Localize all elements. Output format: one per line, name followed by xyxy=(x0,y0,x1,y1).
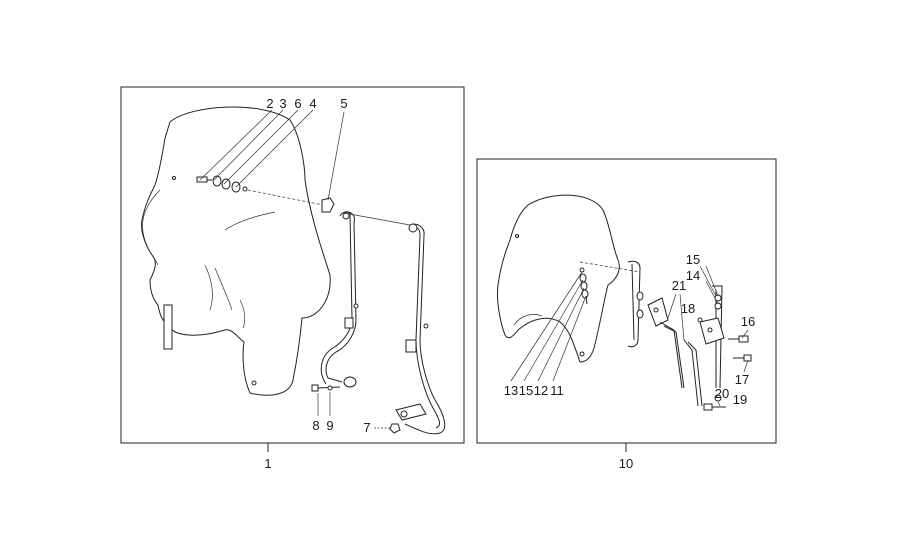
kit-10-panel: 10 xyxy=(476,158,777,471)
kit-10-number: 10 xyxy=(619,456,633,471)
small-windshield-drawing xyxy=(497,194,641,363)
small-kit-brackets xyxy=(627,260,725,407)
fastener-stack-small xyxy=(579,267,589,305)
callout-19: 19 xyxy=(733,392,747,407)
kit-1-panel: 1 xyxy=(120,86,465,471)
callout-6: 6 xyxy=(294,96,301,111)
kit-1-frame xyxy=(120,86,465,444)
nut-7 xyxy=(374,423,401,434)
kit-1-number: 1 xyxy=(264,456,271,471)
callout-14: 14 xyxy=(686,268,700,283)
kit-1-leaders xyxy=(199,109,345,416)
callout-15-upper: 15 xyxy=(686,252,700,267)
callout-7: 7 xyxy=(363,420,370,435)
callout-3: 3 xyxy=(279,96,286,111)
callout-18: 18 xyxy=(681,301,695,316)
windshield-brackets xyxy=(320,211,446,435)
callout-15-lower: 15 xyxy=(519,383,533,398)
callout-17: 17 xyxy=(735,372,749,387)
callout-2: 2 xyxy=(266,96,273,111)
kit-10-callouts: 15 14 21 18 16 17 20 19 13 15 12 11 xyxy=(504,252,755,407)
callout-4: 4 xyxy=(309,96,316,111)
callout-8: 8 xyxy=(312,418,319,433)
small-kit-bolts xyxy=(697,317,752,411)
callout-13: 13 xyxy=(504,383,518,398)
callout-5: 5 xyxy=(340,96,347,111)
callout-16: 16 xyxy=(741,314,755,329)
callout-11: 11 xyxy=(550,383,564,398)
mounting-bolt-large xyxy=(311,384,341,392)
callout-21: 21 xyxy=(672,278,686,293)
kit-1-callouts: 2 3 6 4 5 8 9 7 xyxy=(266,96,370,435)
callout-9: 9 xyxy=(326,418,333,433)
large-windshield-drawing xyxy=(141,106,331,396)
kit-10-leaders xyxy=(510,265,749,407)
fastener-stack-large xyxy=(196,175,335,213)
callout-20: 20 xyxy=(715,386,729,401)
callout-12: 12 xyxy=(534,383,548,398)
